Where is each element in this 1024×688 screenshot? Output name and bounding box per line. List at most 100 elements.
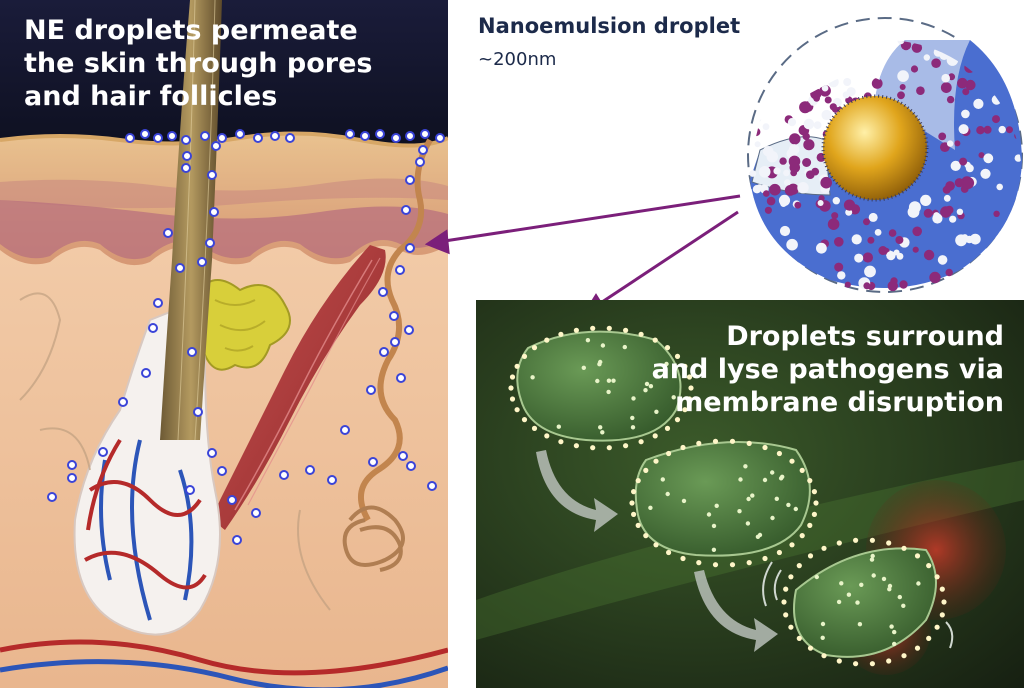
ne-droplet — [125, 133, 135, 143]
surface-droplet — [786, 502, 791, 508]
shell-surfactant-dot — [887, 280, 898, 292]
shell-surfactant-dot — [863, 92, 872, 101]
shell-surfactant-dot — [1014, 154, 1022, 162]
shell-surfactant-dot — [912, 206, 919, 213]
surface-droplet — [820, 621, 826, 627]
surrounding-droplet — [635, 522, 641, 528]
shell-surfactant-dot — [834, 237, 844, 247]
shell-surfactant-dot — [862, 252, 874, 263]
shell-surfactant-dot — [783, 169, 790, 177]
shell-surfactant-dot — [822, 130, 831, 139]
surrounding-droplet — [531, 425, 538, 431]
shell-surfactant-dot — [962, 177, 975, 189]
shell-surfactant-dot — [871, 78, 883, 89]
shell-surfactant-dot — [831, 105, 840, 113]
pathogen-cell-2 — [634, 441, 811, 557]
ne-droplet — [345, 129, 355, 139]
surrounding-droplet — [590, 445, 596, 451]
ne-droplet — [141, 368, 151, 378]
shell-surfactant-dot — [893, 249, 900, 256]
shell-surfactant-dot — [960, 185, 969, 193]
shell-surfactant-dot — [762, 146, 774, 157]
shell-surfactant-dot — [993, 210, 1000, 217]
surrounding-droplet — [696, 560, 702, 566]
shell-surfactant-dot — [964, 62, 976, 73]
ne-droplet — [47, 492, 57, 502]
surrounding-droplet — [590, 325, 596, 331]
ne-droplet — [405, 131, 415, 141]
shell-surfactant-dot — [828, 67, 839, 78]
shell-surfactant-dot — [867, 67, 877, 77]
shell-surfactant-dot — [813, 94, 820, 102]
shell-surfactant-dot — [871, 52, 883, 65]
shell-surfactant-dot — [996, 183, 1003, 191]
surrounding-droplet — [821, 545, 827, 551]
surface-droplet — [836, 599, 842, 605]
shell-surfactant-dot — [961, 234, 969, 241]
ne-droplet — [375, 129, 385, 139]
shell-surfactant-dot — [798, 125, 810, 136]
surrounding-droplet — [853, 661, 859, 667]
sky-background — [0, 0, 448, 150]
surrounding-droplet — [729, 438, 736, 444]
shell-surfactant-dot — [983, 125, 992, 134]
surrounding-droplet — [631, 489, 637, 495]
ne-droplet — [253, 133, 263, 143]
shell-surfactant-dot — [822, 40, 833, 45]
shell-surfactant-dot — [899, 237, 910, 248]
shell-surfactant-dot — [899, 84, 906, 90]
shell-surfactant-dot — [957, 211, 965, 220]
surrounding-droplet — [836, 658, 842, 664]
shell-surfactant-dot — [866, 20, 877, 31]
surrounding-droplet — [789, 458, 795, 464]
shell-surfactant-dot — [831, 212, 839, 220]
shell-surfactant-dot — [792, 200, 801, 208]
shell-surfactant-dot — [888, 229, 897, 237]
droplet-core — [821, 94, 929, 202]
surrounding-droplet — [521, 353, 528, 359]
ne-droplet — [197, 257, 207, 267]
surface-droplet — [606, 389, 611, 395]
surrounding-droplet — [623, 443, 629, 449]
surface-droplet — [611, 378, 616, 383]
shell-surfactant-dot — [810, 88, 822, 100]
shell-surfactant-dot — [821, 109, 832, 121]
shell-surfactant-dot — [843, 78, 852, 86]
shell-surfactant-dot — [867, 236, 875, 244]
shell-surfactant-dot — [958, 124, 969, 135]
ne-droplet — [153, 298, 163, 308]
surface-droplet — [814, 574, 819, 580]
surrounding-droplet — [606, 445, 612, 451]
surrounding-droplet — [939, 612, 945, 618]
surface-droplet — [556, 424, 561, 429]
shell-surfactant-dot — [818, 195, 825, 202]
surrounding-droplet — [652, 337, 658, 343]
surrounding-droplet — [836, 540, 842, 546]
surface-droplet — [706, 512, 712, 517]
surrounding-droplet — [558, 439, 564, 445]
surface-droplet — [600, 343, 606, 348]
surrounding-droplet — [558, 331, 564, 337]
surrounding-droplet — [682, 363, 688, 369]
surrounding-droplet — [914, 645, 921, 651]
pathogen-caption: Droplets surround and lyse pathogens via… — [651, 321, 1004, 418]
shell-surfactant-dot — [845, 208, 853, 216]
surrounding-droplet — [886, 658, 892, 664]
shell-surfactant-dot — [959, 157, 968, 166]
ne-droplet — [398, 451, 408, 461]
ne-droplet — [415, 157, 425, 167]
surrounding-droplet — [934, 624, 940, 630]
shell-surfactant-dot — [874, 229, 882, 236]
ne-droplet — [217, 466, 227, 476]
shell-surfactant-dot — [933, 47, 943, 57]
shell-surfactant-dot — [834, 105, 841, 112]
ne-droplet — [379, 347, 389, 357]
shell-surfactant-dot — [788, 144, 800, 155]
shell-surfactant-dot — [786, 148, 797, 159]
ne-droplet — [217, 133, 227, 143]
shell-surfactant-dot — [932, 209, 939, 217]
surface-droplet — [887, 583, 893, 589]
ne-droplet — [396, 373, 406, 383]
surface-droplet — [916, 581, 921, 586]
ne-droplet — [205, 238, 215, 248]
